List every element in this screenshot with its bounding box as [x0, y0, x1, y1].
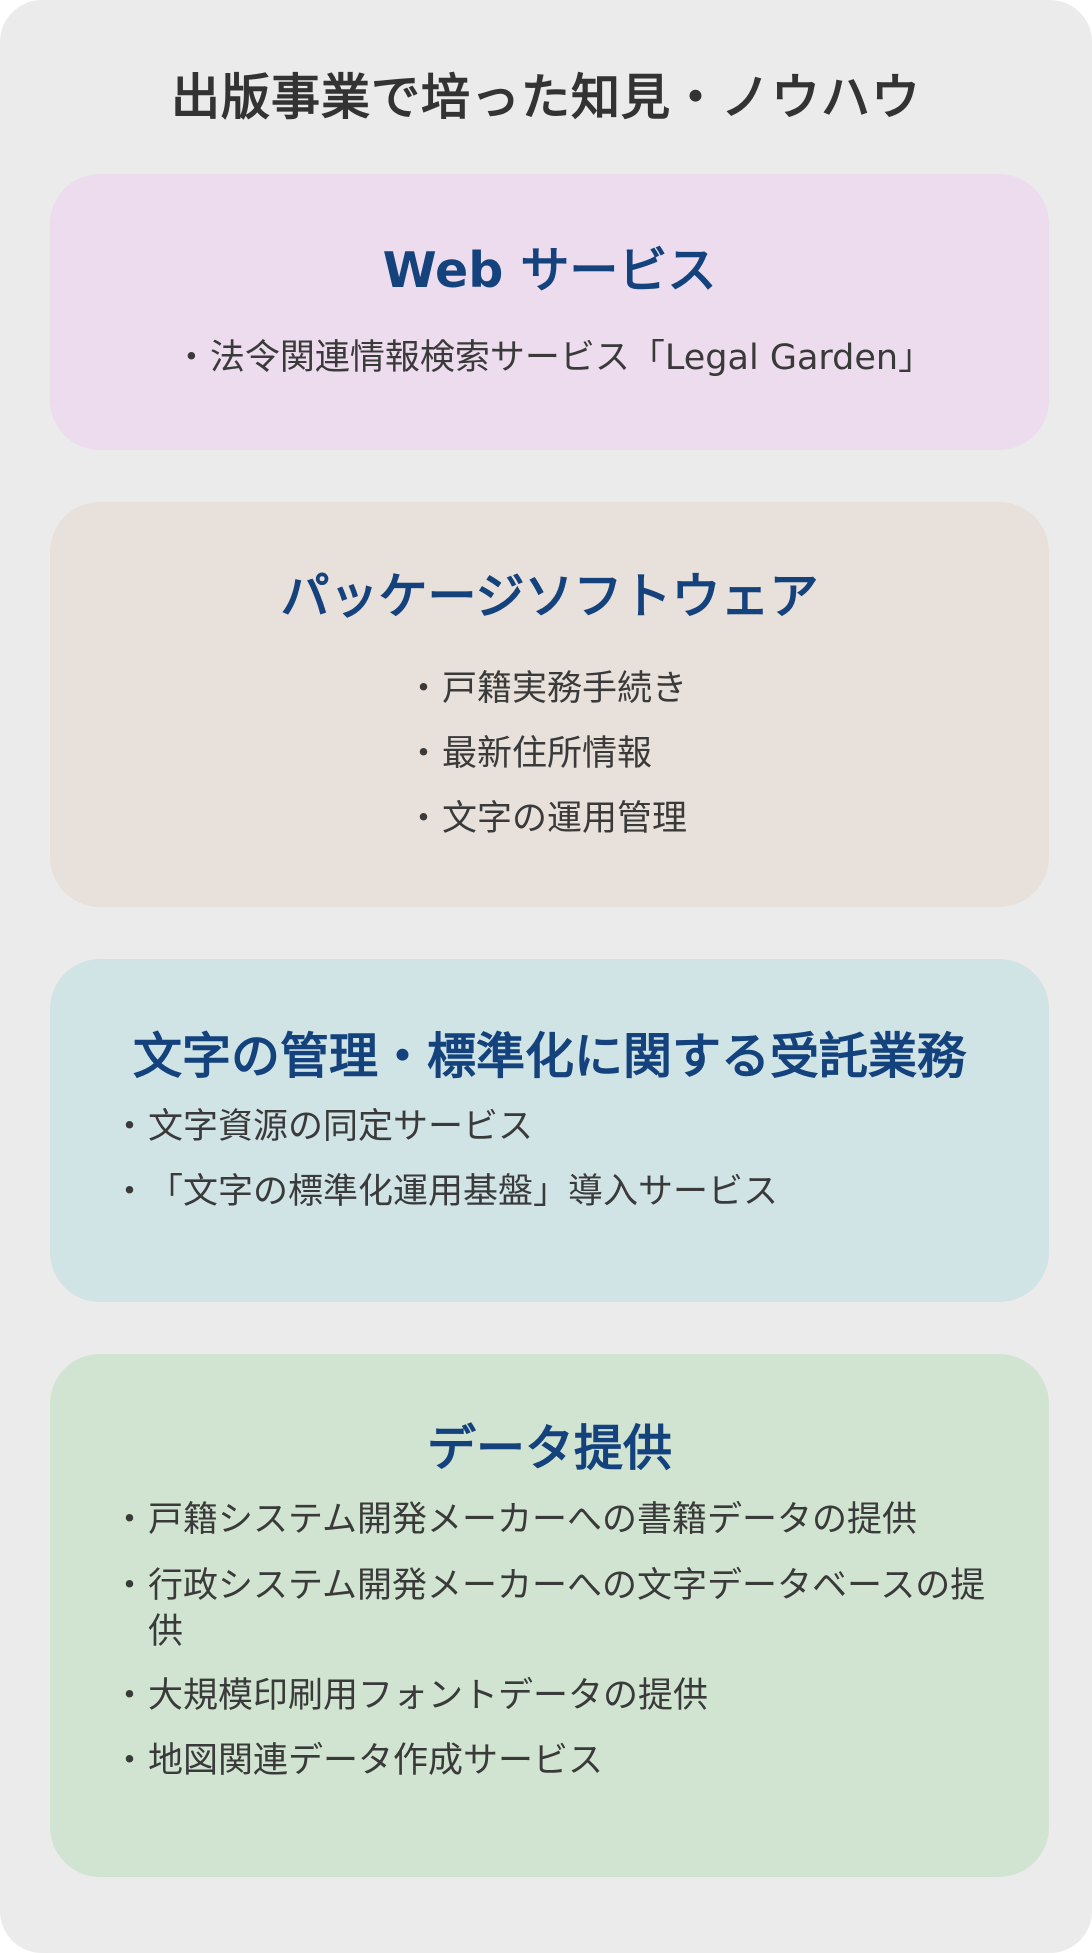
- list-item-text: 地図関連データ作成サービス: [148, 1741, 604, 1781]
- list-item: ・「文字の標準化運用基盤」導入サービス: [104, 1160, 778, 1225]
- list-item: ・最新住所情報: [398, 722, 687, 787]
- bullet: ・: [112, 1566, 148, 1606]
- character-management-list: ・文字資源の同定サービス ・「文字の標準化運用基盤」導入サービス: [104, 1095, 778, 1225]
- bullet: ・: [406, 799, 442, 839]
- list-item-text: 法令関連情報検索サービス「Legal Garden」: [209, 338, 934, 378]
- bullet: ・: [112, 1500, 148, 1540]
- package-software-list: ・戸籍実務手続き ・最新住所情報 ・文字の運用管理: [398, 657, 687, 852]
- page-title: 出版事業で培った知見・ノウハウ: [170, 69, 921, 126]
- data-provision-title: データ提供: [426, 1420, 672, 1477]
- bullet: ・: [173, 338, 209, 378]
- character-management-card: 文字の管理・標準化に関する受託業務 ・文字資源の同定サービス ・「文字の標準化運…: [50, 959, 1049, 1302]
- list-item: ・大規模印刷用フォントデータの提供: [104, 1664, 1004, 1729]
- list-item: ・戸籍実務手続き: [398, 657, 687, 722]
- bullet: ・: [112, 1676, 148, 1716]
- list-item-text: 大規模印刷用フォントデータの提供: [148, 1676, 709, 1716]
- package-software-title: パッケージソフトウェア: [280, 568, 819, 625]
- list-item: ・文字の運用管理: [398, 787, 687, 852]
- list-item: ・戸籍システム開発メーカーへの書籍データの提供: [104, 1488, 1004, 1553]
- list-item-text: 最新住所情報: [442, 734, 653, 774]
- web-service-card: Web サービス ・法令関連情報検索サービス「Legal Garden」: [50, 174, 1049, 450]
- bullet: ・: [406, 669, 442, 709]
- web-service-list: ・法令関連情報検索サービス「Legal Garden」: [50, 326, 1049, 391]
- list-item: ・地図関連データ作成サービス: [104, 1729, 1004, 1794]
- bullet: ・: [112, 1741, 148, 1781]
- list-item-text: 「文字の標準化運用基盤」導入サービス: [148, 1172, 779, 1212]
- data-provision-card: データ提供 ・戸籍システム開発メーカーへの書籍データの提供 ・行政システム開発メ…: [50, 1354, 1049, 1877]
- package-software-card: パッケージソフトウェア ・戸籍実務手続き ・最新住所情報 ・文字の運用管理: [50, 502, 1049, 907]
- list-item-text: 戸籍実務手続き: [442, 669, 688, 709]
- bullet: ・: [112, 1107, 148, 1147]
- list-item-text: 行政システム開発メーカーへの文字データベースの提供: [148, 1566, 986, 1652]
- list-item: ・法令関連情報検索サービス「Legal Garden」: [166, 326, 933, 391]
- list-item-text: 文字の運用管理: [442, 799, 688, 839]
- character-management-title: 文字の管理・標準化に関する受託業務: [132, 1028, 966, 1085]
- list-item-text: 戸籍システム開発メーカーへの書籍データの提供: [148, 1500, 917, 1540]
- bullet: ・: [112, 1172, 148, 1212]
- list-item: ・文字資源の同定サービス: [104, 1095, 778, 1160]
- list-item-text: 文字資源の同定サービス: [148, 1107, 534, 1147]
- data-provision-list: ・戸籍システム開発メーカーへの書籍データの提供 ・行政システム開発メーカーへの文…: [104, 1488, 1004, 1794]
- bullet: ・: [406, 734, 442, 774]
- web-service-title: Web サービス: [382, 242, 717, 299]
- list-item: ・行政システム開発メーカーへの文字データベースの提供: [104, 1553, 1004, 1664]
